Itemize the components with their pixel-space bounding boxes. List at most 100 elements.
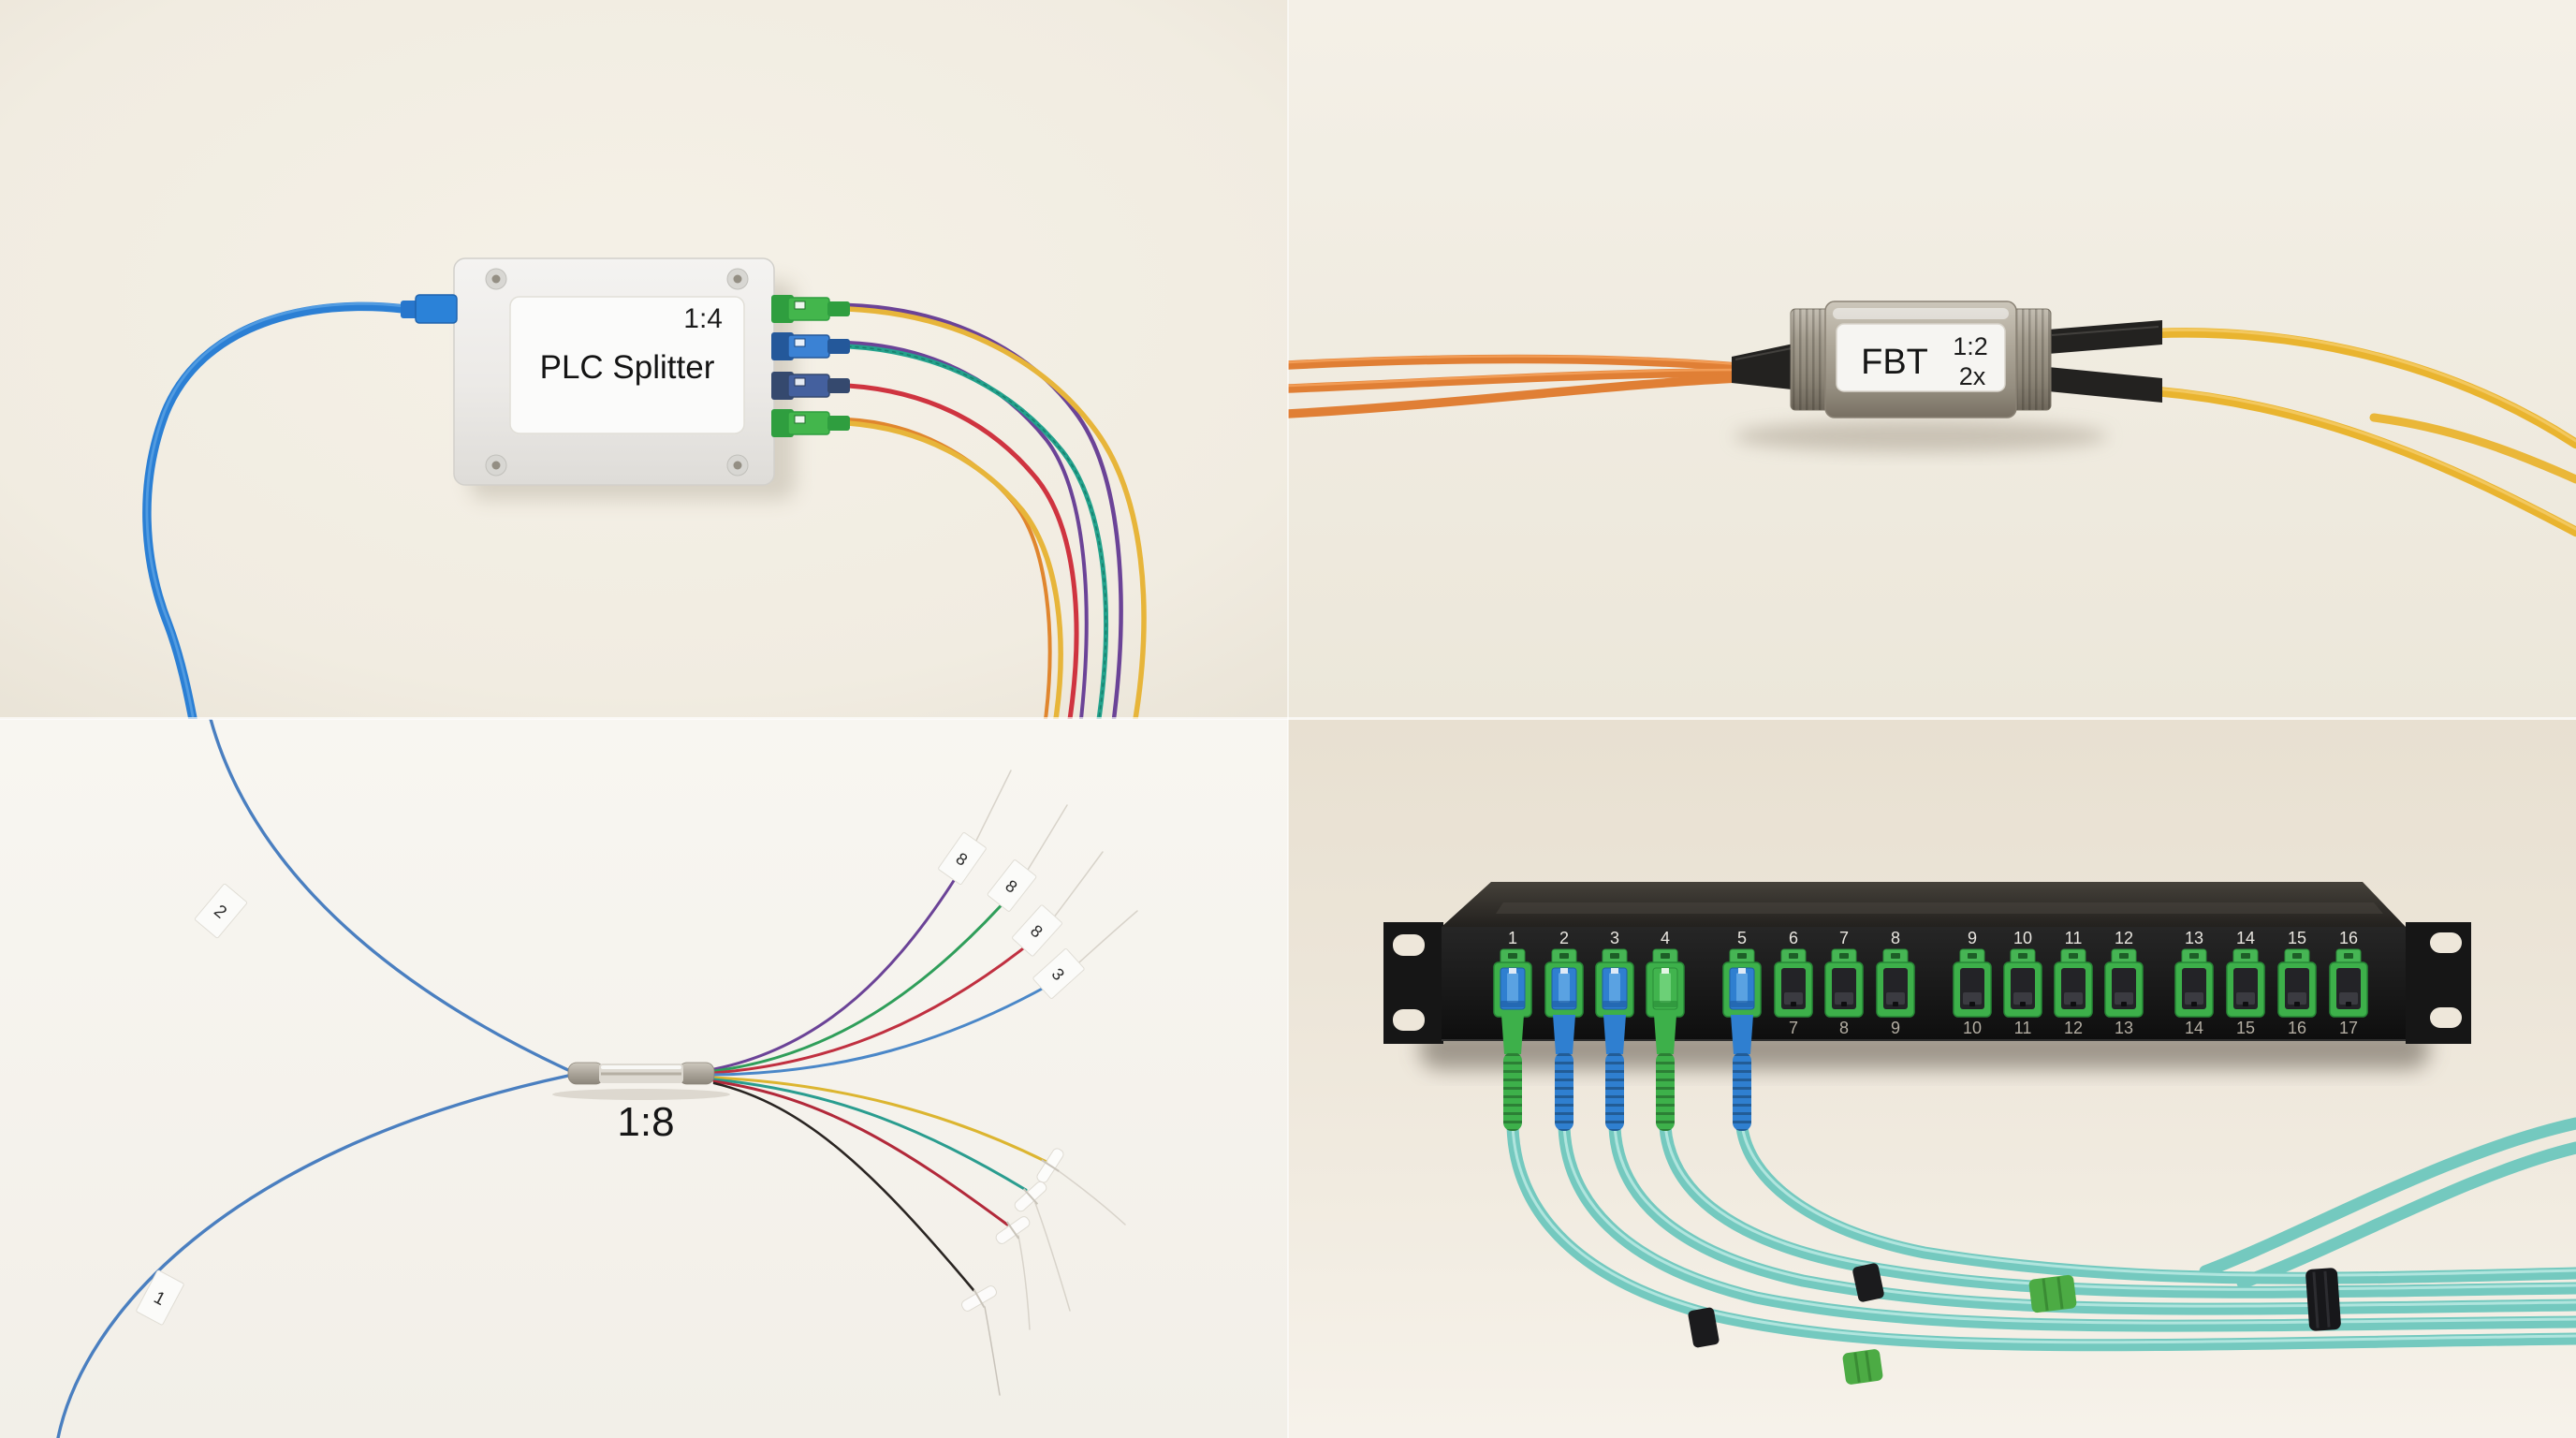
cable-markers	[1688, 1263, 2341, 1385]
dust-cap-port-13	[2182, 968, 2206, 1009]
orange-cable-3	[1288, 374, 1744, 418]
bare-tip	[984, 1306, 1001, 1396]
boot-port-4	[1654, 1015, 1676, 1131]
port-number: 14	[2185, 1019, 2203, 1037]
port-number: 15	[2236, 1019, 2255, 1037]
boot-port-3	[1603, 1015, 1626, 1131]
port-number: 6	[1789, 929, 1798, 947]
panel-top-sheen	[1496, 902, 2383, 914]
connector-port-5	[1729, 967, 1755, 1010]
fiber-tag-output-1: 8	[938, 832, 987, 885]
cable-marker-green	[1842, 1349, 1883, 1385]
fiber-tag-output-4: 3	[1032, 948, 1085, 999]
crimp-left-ribs	[1791, 309, 1832, 410]
dust-cap-port-12	[2112, 968, 2136, 1009]
velcro-tie-black	[2305, 1268, 2341, 1331]
cable-port-1	[1506, 1121, 2576, 1352]
cable-tie-black	[1852, 1263, 1884, 1302]
bare-fiber-teal	[712, 1078, 1028, 1192]
fbt-coupler-body: FBT 1:2 2x	[1790, 301, 2052, 418]
orange-cable-1	[1288, 354, 1742, 372]
sleeve-sheen	[1833, 308, 2009, 319]
port-number: 3	[1610, 929, 1619, 947]
photo-bare-fiber-splitter: 2 1 8 8 8 3	[0, 719, 1288, 1438]
cable-marker-green	[2028, 1274, 2077, 1313]
cylinder-cap-right	[678, 1062, 715, 1085]
dust-cap-port-7	[1832, 968, 1856, 1009]
port-number: 7	[1789, 1019, 1798, 1037]
dust-cap-port-15	[2285, 968, 2309, 1009]
bare-fiber-yellow	[712, 1076, 1048, 1164]
port-number: 11	[2014, 1019, 2032, 1037]
port-numbers-top: 1 2 3 4 5 6 7 8 9 10 11 12 13 14 15 16	[1508, 929, 2358, 947]
mounting-hole	[1393, 1009, 1425, 1031]
fbt-right-boot-lower	[2048, 367, 2162, 403]
port-number: 13	[2185, 929, 2203, 947]
photo-patch-panel: 1 2 3 4 5 6 7 8 9 10 11 12 13 14 15 16 7…	[1288, 719, 2576, 1438]
dust-cap-port-14	[2233, 968, 2258, 1009]
port-number: 8	[1839, 1019, 1849, 1037]
plc-label-plate	[509, 296, 745, 434]
quadrant-divider-horizontal	[0, 717, 2576, 720]
fbt-name-label: FBT	[1861, 343, 1928, 382]
boot-port-5	[1731, 1015, 1753, 1131]
dust-cap-port-9	[1960, 968, 1984, 1009]
cable-tie-black	[1688, 1307, 1720, 1348]
cable-port-5	[1735, 1121, 2576, 1284]
input-fiber-top	[209, 719, 570, 1072]
bare-fiber-maroon	[712, 1079, 1009, 1226]
patch-cables	[1506, 1117, 2576, 1352]
fiber-red	[845, 383, 1079, 719]
bare-fiber-green	[712, 888, 1017, 1073]
fbt-input-cables	[1288, 354, 1744, 418]
bare-input-fibers	[56, 719, 570, 1438]
bare-ratio-label: 1:8	[617, 1099, 674, 1145]
port-number: 16	[2339, 929, 2358, 947]
fiber-yellow-1	[845, 306, 1147, 719]
plc-splitter-box: 1:4 PLC Splitter	[453, 257, 775, 486]
fiber-purple-1	[845, 302, 1123, 719]
yellow-highlight	[2155, 387, 2576, 531]
port-number: 8	[1891, 929, 1900, 947]
port-number: 11	[2065, 929, 2083, 947]
boot-port-1	[1501, 1015, 1524, 1131]
input-connector-body	[415, 294, 458, 324]
fiber-purple-2	[846, 341, 1089, 719]
plc-name-label: PLC Splitter	[540, 349, 715, 386]
fiber-tag-output-3: 8	[1012, 904, 1062, 957]
connector-port-1	[1500, 967, 1526, 1010]
cylinder-shadow	[552, 1089, 730, 1100]
cylinder-sheen	[601, 1065, 681, 1069]
boot-highlight	[2051, 326, 2159, 336]
cable-highlight	[1740, 1123, 2576, 1277]
bare-splitter-cylinder	[552, 1062, 730, 1100]
dust-cap-port-16	[2336, 968, 2361, 1009]
fiber-teal-texture	[847, 345, 1107, 719]
dust-cap-port-11	[2061, 968, 2086, 1009]
cylinder-cap-left	[567, 1062, 605, 1085]
bare-output-fibers	[712, 770, 1138, 1396]
bare-tip	[1054, 1167, 1126, 1225]
mounting-hole	[1393, 934, 1425, 956]
port-number: 14	[2236, 929, 2255, 947]
port-number: 12	[2115, 929, 2133, 947]
cable-loop-1	[2199, 1117, 2576, 1278]
fiber-tag-input-2: 1	[136, 1269, 184, 1326]
input-cable-highlight	[145, 301, 406, 718]
fbt-output-cables	[2151, 328, 2576, 537]
photo-fbt-coupler: FBT 1:2 2x	[1288, 0, 2576, 719]
cable-highlight	[1562, 1123, 2576, 1325]
rack-ears	[1383, 922, 2471, 1044]
fiber-yellow-2	[845, 420, 1063, 719]
yellow-cable-3	[2369, 413, 2576, 484]
dust-cap-port-8	[1883, 968, 1908, 1009]
bare-fiber-blue	[712, 976, 1064, 1077]
port-number: 5	[1737, 929, 1747, 947]
fbt-ratio-label: 1:2	[1953, 332, 1988, 360]
dust-cap-port-6	[1781, 968, 1806, 1009]
connector-port-4	[1652, 967, 1678, 1010]
port-number: 7	[1839, 929, 1849, 947]
cable-loop-2	[2236, 1141, 2576, 1289]
port-number: 12	[2064, 1019, 2083, 1037]
